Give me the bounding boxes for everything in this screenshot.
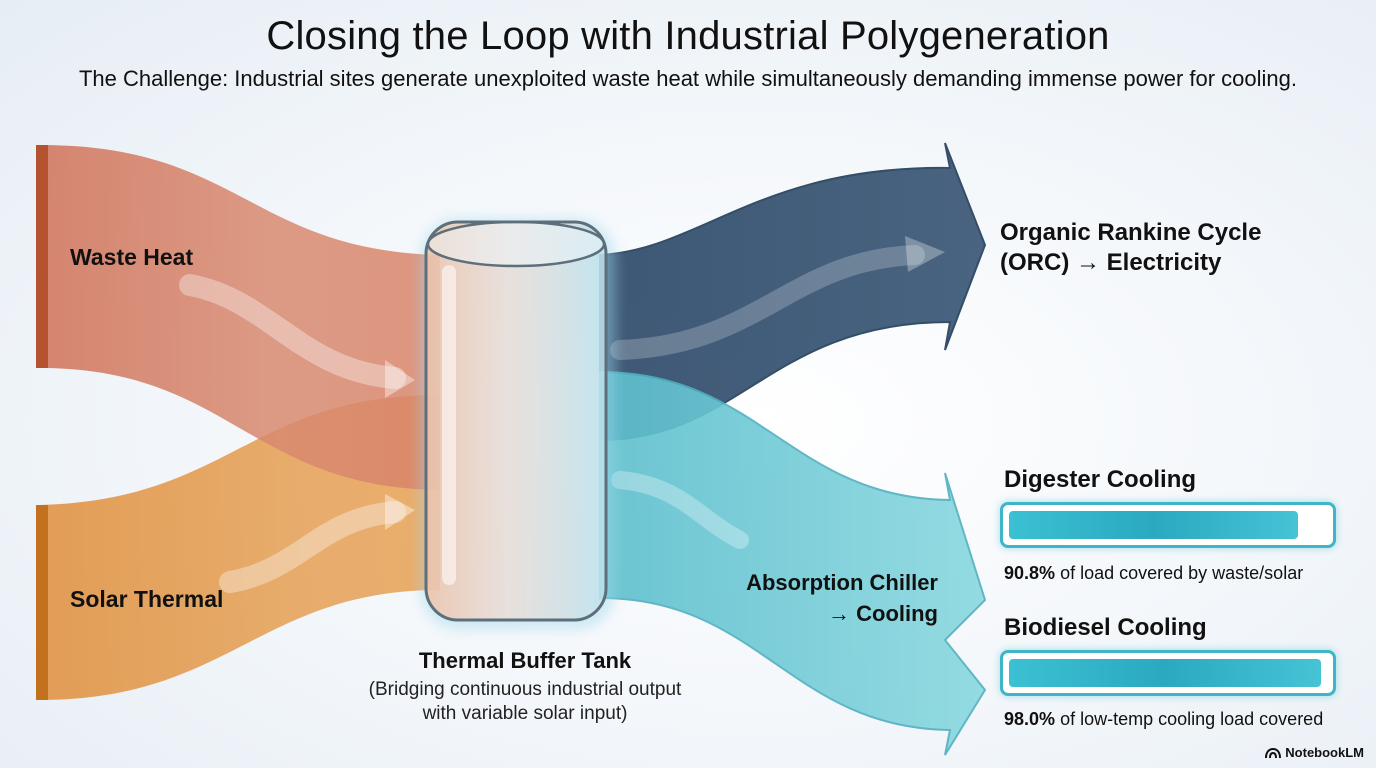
orc-flow-arrow bbox=[610, 245, 925, 360]
page-subtitle: The Challenge: Industrial sites generate… bbox=[78, 66, 1298, 91]
digester-cooling-caption: 90.8% of load covered by waste/solar bbox=[1004, 563, 1303, 584]
waste-heat-label: Waste Heat bbox=[70, 244, 194, 270]
tank-subtitle: (Bridging continuous industrial output w… bbox=[368, 679, 682, 724]
biodiesel-cooling-value: 98.0% bbox=[1004, 709, 1056, 729]
orc-label-line2: (ORC) → Electricity bbox=[1000, 249, 1222, 276]
biodiesel-cooling-bar-fill bbox=[1009, 659, 1321, 687]
solar-thermal-flow-arrow bbox=[219, 501, 406, 593]
orc-label-line1: Organic Rankine Cycle bbox=[1000, 219, 1262, 246]
tank-top-rim bbox=[426, 220, 606, 268]
waste-heat-flow-band bbox=[40, 145, 440, 490]
orc-arrowhead bbox=[905, 236, 945, 272]
orc-label: Organic Rankine Cycle (ORC) → Electricit… bbox=[1000, 218, 1261, 278]
notebooklm-logo-icon bbox=[1265, 747, 1282, 758]
biodiesel-cooling-caption: 98.0% of low-temp cooling load covered bbox=[1004, 709, 1323, 730]
absorption-chiller-label: Absorption Chiller → Cooling bbox=[726, 567, 938, 629]
biodiesel-cooling-caption-text: of low-temp cooling load covered bbox=[1060, 709, 1324, 729]
cooling-flow-band bbox=[599, 370, 987, 756]
tank-title: Thermal Buffer Tank bbox=[418, 648, 632, 673]
waste-heat-source-bar bbox=[36, 145, 48, 368]
tank-highlight bbox=[442, 265, 456, 585]
chiller-label-line1: Absorption Chiller bbox=[746, 570, 938, 595]
digester-cooling-bar bbox=[1000, 502, 1336, 548]
brand-name: NotebookLM bbox=[1285, 745, 1364, 760]
digester-cooling-bar-fill bbox=[1009, 511, 1298, 539]
waste-heat-flow-arrow bbox=[179, 274, 406, 389]
solar-thermal-label: Solar Thermal bbox=[70, 586, 224, 612]
brand-watermark: NotebookLM bbox=[1265, 745, 1364, 760]
chiller-label-line2: → Cooling bbox=[828, 601, 938, 626]
solar-thermal-arrowhead bbox=[385, 494, 415, 530]
biodiesel-cooling-title: Biodiesel Cooling bbox=[1004, 614, 1207, 641]
cooling-flow-arrow bbox=[611, 471, 749, 549]
digester-cooling-title: Digester Cooling bbox=[1004, 466, 1197, 493]
biodiesel-cooling-bar bbox=[1000, 650, 1336, 696]
waste-heat-arrowhead bbox=[385, 360, 415, 398]
digester-cooling-caption-text: of load covered by waste/solar bbox=[1060, 563, 1304, 583]
page-title: Closing the Loop with Industrial Polygen… bbox=[266, 14, 1110, 58]
solar-thermal-source-bar bbox=[36, 505, 48, 700]
digester-cooling-value: 90.8% bbox=[1004, 563, 1056, 583]
